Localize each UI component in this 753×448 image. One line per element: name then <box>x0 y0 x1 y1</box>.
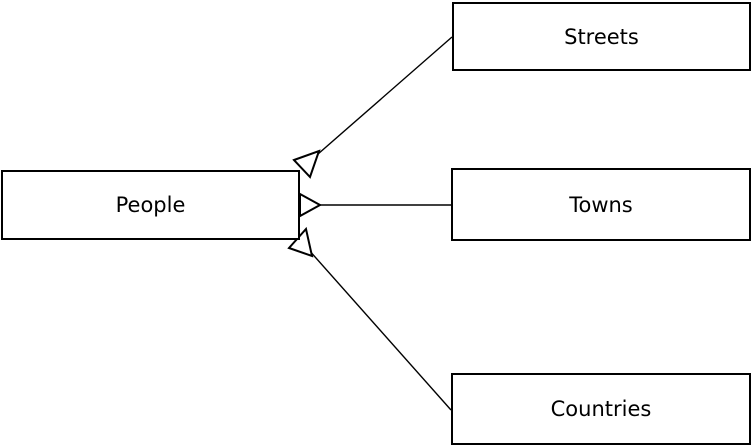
connector-line <box>301 36 453 169</box>
node-streets-label: Streets <box>564 24 639 49</box>
connector-line <box>299 239 452 411</box>
connector-people-streets <box>292 36 453 179</box>
node-towns: Towns <box>451 168 751 241</box>
node-countries-label: Countries <box>550 397 652 421</box>
node-people-label: People <box>115 193 186 217</box>
node-towns-label: Towns <box>569 192 633 217</box>
node-countries: Countries <box>451 373 751 445</box>
connector-people-countries <box>287 226 452 411</box>
connector-people-towns <box>299 192 451 218</box>
open-triangle-arrowhead <box>299 192 323 218</box>
node-streets: Streets <box>452 2 751 71</box>
open-triangle-arrowhead <box>292 149 321 179</box>
node-people: People <box>1 170 300 240</box>
